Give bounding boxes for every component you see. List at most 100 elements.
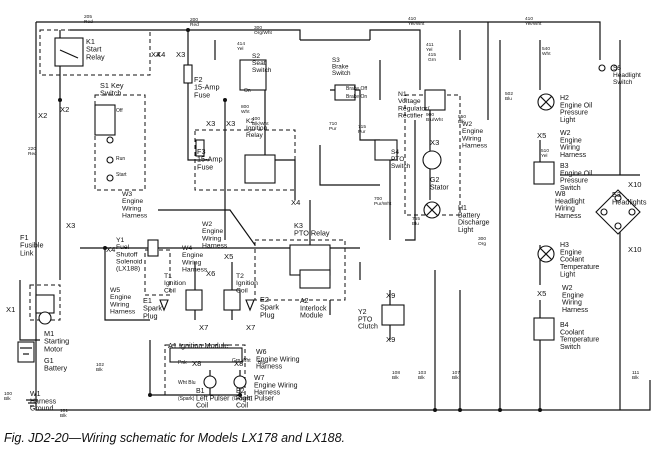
ignition-coil-t1-symbol: [185, 289, 203, 311]
seat-switch-symbol: [239, 59, 267, 91]
connector-x3c: X3: [226, 119, 235, 128]
key-switch-symbol: [94, 104, 116, 136]
connector-x6a: X6: [206, 269, 215, 278]
connector-x2a: X2: [38, 111, 47, 120]
text-brake-off: Brake Off: [346, 86, 368, 92]
connector-x5b: X5: [537, 131, 546, 140]
connector-x4d: X4: [156, 50, 165, 59]
fuel-shutoff-solenoid-symbol: [147, 239, 159, 257]
connector-x7b: X7: [246, 323, 255, 332]
figure-caption: Fig. JD2-20—Wiring schematic for Models …: [4, 431, 346, 445]
text-wht-blu: Wht Blu: [178, 380, 196, 386]
battery-symbol: [17, 341, 35, 363]
right-pulser-coil-symbol: [233, 375, 247, 389]
connector-x4a: X4: [151, 50, 160, 59]
text-ground: (Ground): [232, 396, 252, 402]
connector-x9a: X9: [386, 291, 395, 300]
ignition-relay-symbol: [244, 154, 276, 184]
starting-motor-symbol: [35, 294, 55, 314]
connector-x7a: X7: [199, 323, 208, 332]
spark-plug-e1-symbol: [159, 299, 169, 312]
fuse-f2-symbol: [183, 64, 193, 84]
connector-x1a: X1: [6, 305, 15, 314]
connector-x3b: X3: [206, 119, 215, 128]
label-a1: A1 Ignition Module: [168, 341, 228, 350]
text-run: Run: [116, 156, 125, 162]
connector-x9b: X9: [386, 335, 395, 344]
component-symbols: [17, 28, 641, 412]
connector-x5c: X5: [537, 289, 546, 298]
fuse-f3-symbol: [195, 139, 205, 157]
connector-x5a: X5: [224, 252, 233, 261]
regulator-symbol: [424, 89, 446, 111]
text-on: On: [244, 88, 251, 94]
coolant-temperature-switch-symbol: [533, 317, 555, 341]
ignition-module-symbol: [169, 347, 243, 363]
oil-pressure-switch-symbol: [533, 161, 555, 185]
text-start: Start: [116, 172, 127, 178]
text-grn-wht: Grn Wht: [232, 358, 251, 364]
start-relay-symbol: [54, 37, 84, 67]
connector-x3a: X3: [176, 50, 185, 59]
connector-x3e: X3: [430, 138, 439, 147]
